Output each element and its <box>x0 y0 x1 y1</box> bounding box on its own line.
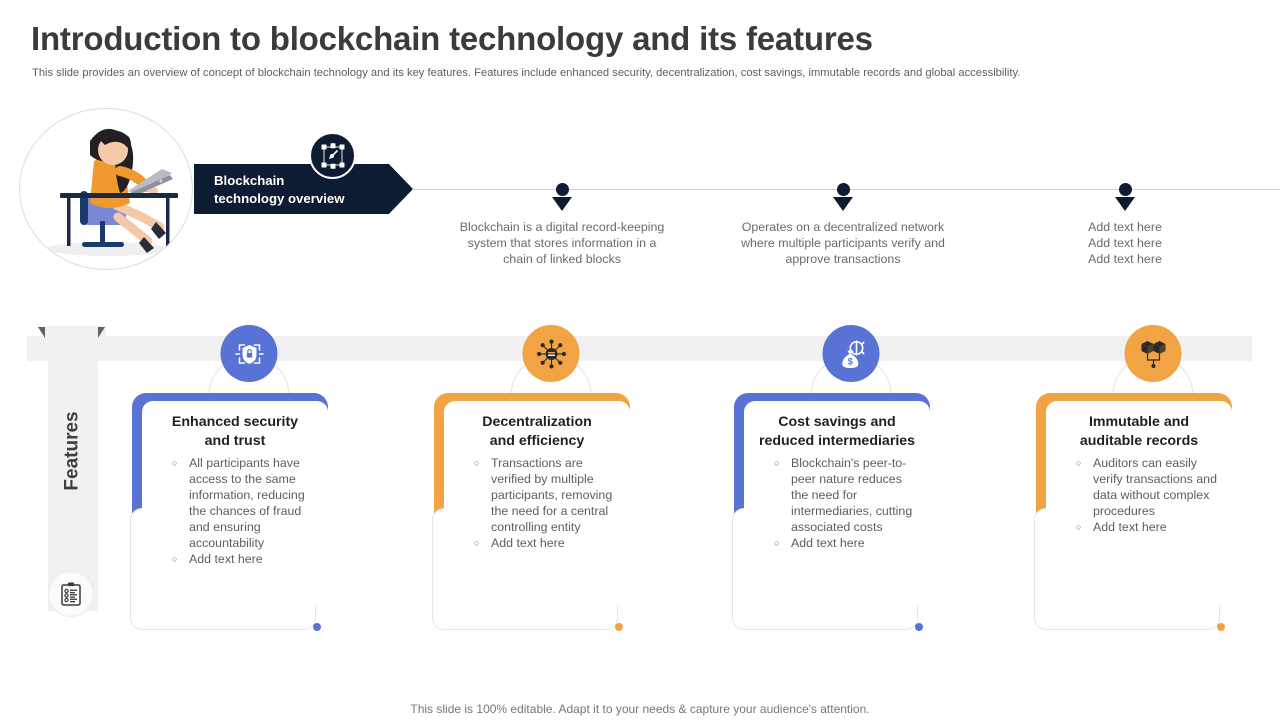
feature-title-line2: reduced intermediaries <box>758 433 916 449</box>
timeline-caption-2: Operates on a decentralized network where… <box>720 219 966 267</box>
timeline-caption-line: Add text here <box>1088 236 1162 250</box>
feature-bullet: All participants have access to the same… <box>172 455 314 551</box>
decentralized-node-network-glyph <box>536 339 566 368</box>
timeline-caption-line: Blockchain is a digital record-keeping <box>459 220 665 234</box>
money-bag-savings-glyph: $ <box>841 339 864 368</box>
feature-card-title: Enhanced security and trust <box>156 413 314 451</box>
features-sidebar-label: Features <box>48 336 98 566</box>
feature-card-body: Enhanced security and trustAll participan… <box>142 401 328 605</box>
feature-card-body: Cost savings and reduced intermediariesBl… <box>744 401 930 605</box>
banner-label-line2: technology overview <box>214 191 345 206</box>
feature-accent-dot <box>615 623 623 631</box>
timeline-marker-2 <box>833 183 853 211</box>
feature-title-line2: auditable records <box>1079 433 1199 449</box>
timeline-caption-line: Operates on a decentralized network <box>741 220 945 234</box>
timeline-pointer-icon <box>833 197 853 211</box>
blockchain-network-icon <box>309 132 356 179</box>
footer-note: This slide is 100% editable. Adapt it to… <box>410 702 870 716</box>
feature-card-title: Cost savings and reduced intermediaries <box>758 413 916 451</box>
feature-accent-dot <box>915 623 923 631</box>
features-sidebar <box>48 336 98 611</box>
feature-title-line1: Cost savings and <box>778 414 896 430</box>
blockchain-overview-banner: Blockchain technology overview <box>194 164 413 214</box>
timeline-marker-1 <box>552 183 572 211</box>
feature-bullet: Add text here <box>774 535 916 552</box>
timeline-dot-icon <box>1118 183 1132 196</box>
banner-label: Blockchain technology overview <box>214 172 344 208</box>
feature-card-4[interactable]: Immutable and auditable recordsAuditors c… <box>1028 325 1278 631</box>
feature-bullet: Transactions are verified by multiple pa… <box>474 455 616 535</box>
feature-bullet: Add text here <box>172 551 314 568</box>
shield-lock-security-icon <box>220 325 278 382</box>
feature-bullet-list: Blockchain's peer-to-peer nature reduces… <box>758 455 916 552</box>
clipboard-checklist-glyph <box>61 582 81 606</box>
blockchain-cubes-icon <box>1124 325 1182 382</box>
page-title: Introduction to blockchain technology an… <box>31 20 873 57</box>
banner-label-line1: Blockchain <box>214 173 285 188</box>
timeline-caption-line: where multiple participants verify and <box>741 236 945 250</box>
blockchain-cubes-glyph <box>1141 340 1165 368</box>
feature-title-line1: Decentralization <box>482 414 592 430</box>
feature-title-line1: Enhanced security <box>171 414 299 430</box>
feature-title-line2: and trust <box>204 433 266 449</box>
feature-bullet-list: Auditors can easily verify transactions … <box>1060 455 1218 536</box>
feature-card-3[interactable]: Cost savings and reduced intermediariesBl… <box>726 325 976 631</box>
feature-bullet: Add text here <box>474 535 616 552</box>
timeline-caption-line: Add text here <box>1088 220 1162 234</box>
feature-accent-dot <box>1217 623 1225 631</box>
features-label-text: Features <box>62 411 84 491</box>
feature-bullet: Auditors can easily verify transactions … <box>1076 455 1218 519</box>
feature-card-2[interactable]: Decentralization and efficiencyTransactio… <box>426 325 676 631</box>
timeline-pointer-icon <box>1115 197 1135 211</box>
blockchain-network-glyph <box>321 142 344 169</box>
persona-illustration <box>19 108 193 270</box>
timeline-caption-line: approve transactions <box>785 252 901 266</box>
ribbon-fold-left <box>38 327 45 338</box>
feature-accent-dot <box>313 623 321 631</box>
timeline-caption-line: system that stores information in a <box>467 236 657 250</box>
timeline-dot-icon <box>836 183 850 196</box>
feature-bullet-list: Transactions are verified by multiple pa… <box>458 455 616 552</box>
feature-card-body: Decentralization and efficiencyTransactio… <box>444 401 630 605</box>
feature-card-1[interactable]: Enhanced security and trustAll participan… <box>124 325 374 631</box>
page-subtitle: This slide provides an overview of conce… <box>32 67 1021 79</box>
feature-bullet: Blockchain's peer-to-peer nature reduces… <box>774 455 916 535</box>
decentralized-node-network-icon <box>522 325 580 382</box>
ribbon-fold-right <box>98 327 105 338</box>
timeline-marker-3 <box>1115 183 1135 211</box>
feature-title-line2: and efficiency <box>489 433 585 449</box>
feature-title-line1: Immutable and <box>1088 414 1190 430</box>
feature-card-title: Decentralization and efficiency <box>458 413 616 451</box>
timeline-dot-icon <box>555 183 569 196</box>
woman-at-desk-with-laptop-illustration <box>46 128 178 256</box>
feature-bullet: Add text here <box>1076 519 1218 536</box>
clipboard-checklist-icon <box>48 571 94 617</box>
feature-bullet-list: All participants have access to the same… <box>156 455 314 568</box>
features-ribbon-tab <box>44 326 106 338</box>
timeline-caption-line: Add text here <box>1088 252 1162 266</box>
shield-lock-security-glyph <box>234 343 264 364</box>
timeline-caption-1: Blockchain is a digital record-keeping sy… <box>439 219 685 267</box>
timeline-pointer-icon <box>552 197 572 211</box>
timeline-caption-line: chain of linked blocks <box>503 252 621 266</box>
banner-arrow-shape <box>194 164 413 214</box>
money-bag-savings-icon: $ <box>822 325 880 382</box>
feature-card-body: Immutable and auditable recordsAuditors c… <box>1046 401 1232 605</box>
svg-text:$: $ <box>847 356 852 366</box>
feature-card-title: Immutable and auditable records <box>1060 413 1218 451</box>
